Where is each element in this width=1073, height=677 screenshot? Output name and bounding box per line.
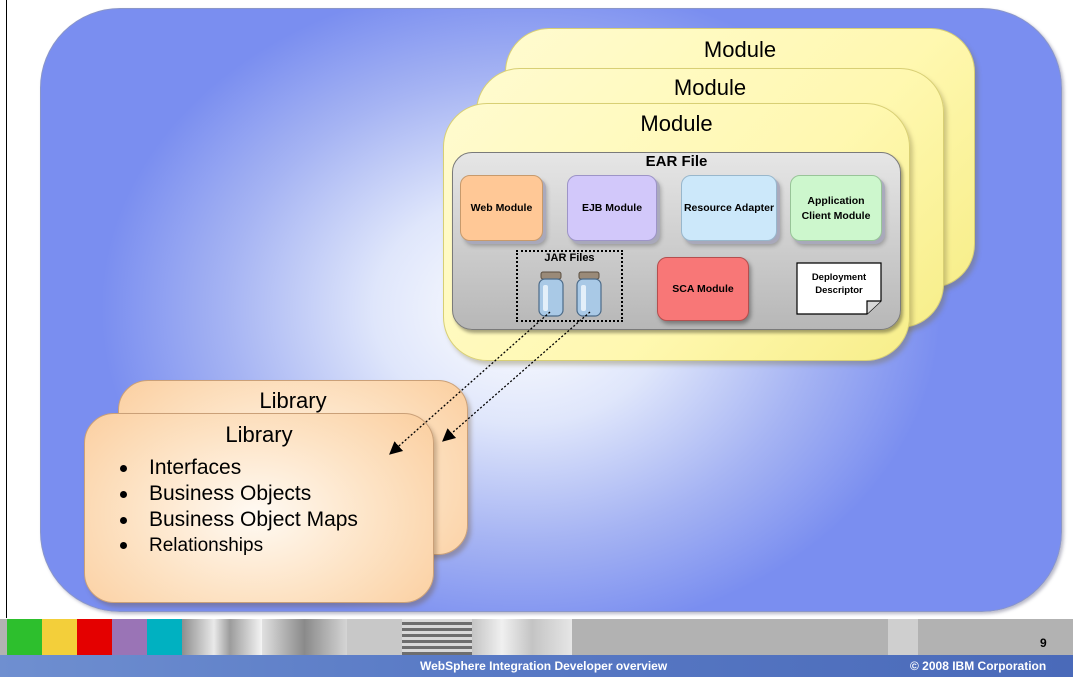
- list-item: Interfaces: [118, 455, 358, 481]
- module-title: Module: [640, 111, 713, 136]
- photo-tile: [262, 619, 347, 655]
- application-client-label-line1: Application: [807, 194, 865, 207]
- module-title: Module: [703, 37, 777, 62]
- jar-files-label: JAR Files: [544, 252, 595, 264]
- application-client-module-box: Application Client Module: [790, 175, 882, 241]
- arrow-jar-to-library: [442, 311, 591, 442]
- bullet-icon: [120, 542, 127, 549]
- jar-files-group: [516, 250, 623, 322]
- library-title: Library: [259, 388, 327, 413]
- photo-tile: [182, 619, 262, 655]
- resource-adapter-box: Resource Adapter: [681, 175, 777, 241]
- bullet-icon: [120, 465, 127, 472]
- color-square: [7, 619, 42, 655]
- list-item: Business Object Maps: [118, 507, 358, 533]
- library-items-list: Interfaces Business Objects Business Obj…: [118, 455, 358, 559]
- jar-icon: [576, 271, 602, 317]
- photo-tile: [472, 619, 572, 655]
- ear-file-title: EAR File: [645, 153, 708, 170]
- resource-adapter-label: Resource Adapter: [683, 202, 775, 214]
- ejb-module-label: EJB Module: [581, 202, 643, 214]
- footer-title: WebSphere Integration Developer overview: [420, 659, 668, 673]
- list-item: Business Objects: [118, 481, 358, 507]
- arrow-jar-to-library: [389, 311, 551, 455]
- library-title: Library: [225, 422, 293, 447]
- ejb-module-box: EJB Module: [567, 175, 657, 241]
- web-module-label: Web Module: [470, 202, 533, 214]
- color-square: [112, 619, 147, 655]
- sca-module-box: SCA Module: [657, 257, 749, 321]
- application-client-label-line2: Client Module: [801, 209, 871, 222]
- page-number: 9: [1040, 636, 1047, 650]
- web-module-box: Web Module: [460, 175, 543, 241]
- sca-module-label: SCA Module: [672, 283, 734, 295]
- left-rule: [6, 0, 7, 618]
- footer-copyright: © 2008 IBM Corporation: [910, 659, 1047, 673]
- deployment-label-line2: Descriptor: [815, 285, 863, 296]
- color-square: [147, 619, 182, 655]
- module-title: Module: [673, 75, 747, 100]
- photo-tile: [347, 619, 402, 655]
- deployment-descriptor-label: Deployment Descriptor: [795, 271, 883, 297]
- list-item: Relationships: [118, 533, 358, 559]
- jar-icon: [538, 271, 564, 317]
- document-icon: [796, 262, 882, 315]
- bullet-icon: [120, 517, 127, 524]
- color-square: [77, 619, 112, 655]
- photo-tile: [402, 619, 472, 655]
- library-card-front: Library: [84, 413, 434, 603]
- photo-tile: [888, 619, 918, 655]
- color-square: [42, 619, 77, 655]
- footer-bar: [0, 655, 1073, 677]
- deployment-label-line1: Deployment: [811, 272, 867, 283]
- bullet-icon: [120, 491, 127, 498]
